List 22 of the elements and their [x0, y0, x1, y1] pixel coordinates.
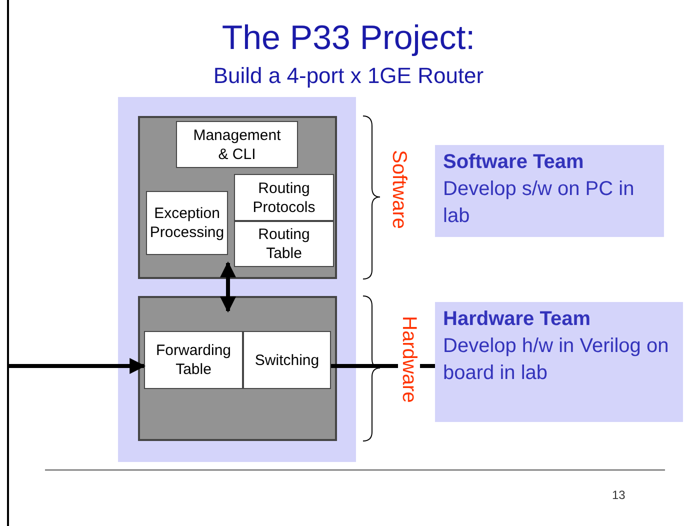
module-box: [138, 296, 337, 441]
team-heading: Hardware Team: [443, 307, 592, 332]
title: The P33 Project:: [220, 18, 476, 58]
arrow: [9, 358, 146, 374]
background-band: [118, 97, 356, 462]
team-card: [435, 145, 664, 237]
component-box: Switching: [243, 331, 331, 389]
subtitle: Build a 4-port x 1GE Router: [212, 62, 485, 90]
team-heading: Software Team: [443, 150, 585, 175]
arrow: [220, 261, 236, 313]
component-box: Routing Protocols: [234, 174, 334, 221]
component-box: Routing Table: [234, 221, 334, 267]
module-box: [138, 116, 337, 279]
component-box: Management & CLI: [176, 121, 298, 168]
team-description: Develop h/w in Verilog on board in lab: [443, 334, 670, 386]
team-card: [435, 302, 683, 422]
page-number: 13: [612, 487, 626, 504]
component-box: Exception Processing: [146, 191, 228, 255]
section-label: Hardware: [398, 316, 420, 403]
component-box: Forwarding Table: [144, 331, 243, 389]
section-label: Software: [388, 150, 410, 229]
team-description: Develop s/w on PC in lab: [443, 177, 636, 229]
